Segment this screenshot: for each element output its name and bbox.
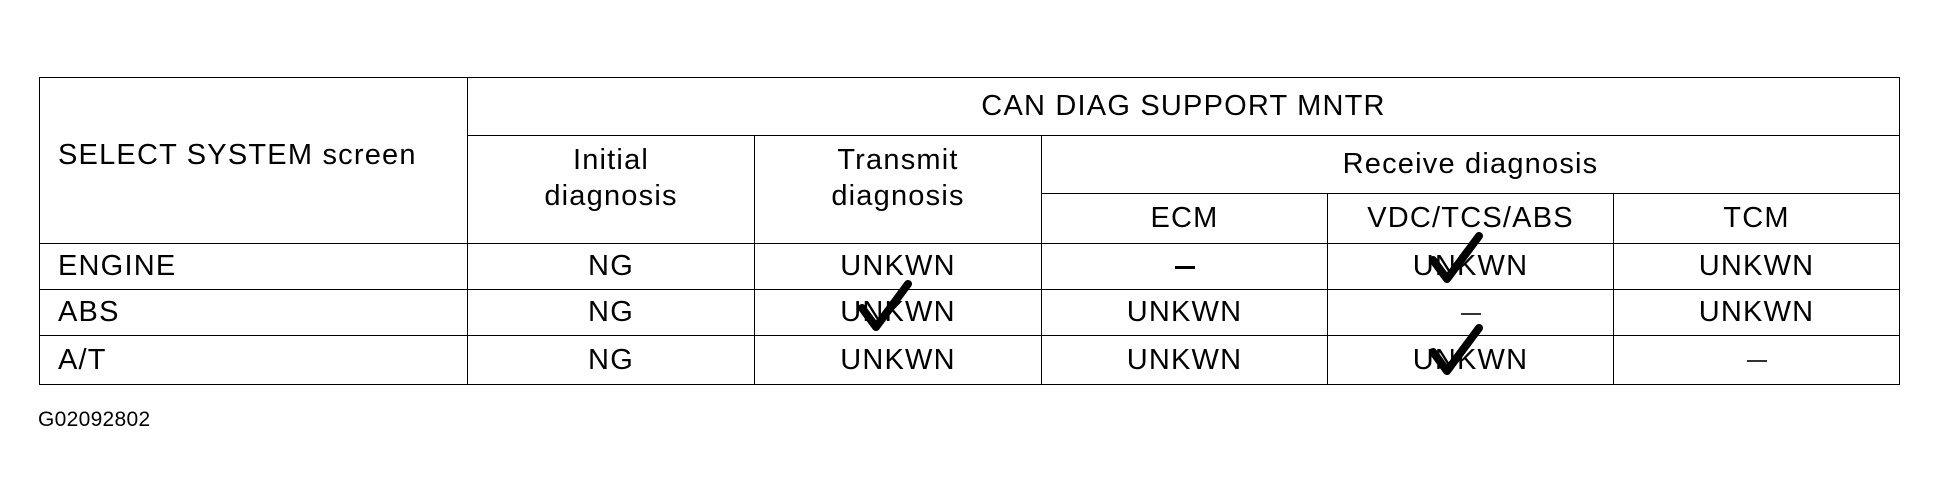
receive-diagnosis-header: Receive diagnosis [1040, 135, 1901, 194]
table-row: A/T NG UNKWN UNKWN UNKWN – [39, 323, 1901, 385]
transmit-value-wrap: UNKWN [840, 280, 956, 332]
transmit-value: UNKWN [840, 296, 956, 329]
tcm-header: TCM [1612, 193, 1901, 244]
initial-diagnosis-header: Initial diagnosis [467, 135, 755, 244]
dash-mark [1174, 266, 1195, 270]
ecm-cell: UNKWN [1041, 289, 1328, 336]
initial-value: NG [588, 250, 634, 283]
system-label: ABS [58, 296, 120, 329]
system-cell: A/T [39, 335, 468, 385]
vdc-tcs-abs-label: VDC/TCS/ABS [1367, 202, 1574, 235]
vdc-cell: UNKWN [1327, 232, 1614, 290]
tcm-label: TCM [1723, 202, 1790, 235]
transmit-diagnosis-label: Transmit diagnosis [831, 144, 965, 213]
vdc-value-wrap: UNKWN [1412, 323, 1529, 378]
vdc-tcs-abs-header: VDC/TCS/ABS [1327, 193, 1614, 244]
receive-diagnosis-label: Receive diagnosis [1342, 148, 1599, 181]
vdc-value-wrap: UNKWN [1412, 232, 1529, 284]
initial-cell: NG [467, 289, 755, 336]
system-label: ENGINE [58, 250, 177, 283]
table-row: ABS NG UNKWN UNKWN – UNKWN [39, 280, 1901, 336]
initial-value: NG [588, 343, 634, 376]
initial-value: NG [588, 296, 634, 329]
ecm-label: ECM [1150, 202, 1219, 235]
can-diag-support-label: CAN DIAG SUPPORT MNTR [981, 90, 1386, 123]
vdc-cell: – [1327, 289, 1614, 336]
ecm-value: UNKWN [1126, 296, 1243, 329]
figure-id-label: G02092802 [38, 408, 151, 431]
tcm-cell: – [1612, 335, 1901, 385]
system-label: A/T [58, 343, 107, 376]
tcm-cell: UNKWN [1612, 289, 1901, 336]
transmit-cell: UNKWN [754, 335, 1042, 385]
initial-diagnosis-label: Initial diagnosis [544, 144, 678, 213]
ecm-value: UNKWN [1126, 343, 1243, 376]
select-system-label: SELECT SYSTEM screen [58, 139, 417, 172]
vdc-value: UNKWN [1412, 343, 1529, 376]
dash-mark [1460, 312, 1481, 315]
tcm-cell: UNKWN [1612, 243, 1901, 290]
transmit-value: UNKWN [840, 250, 956, 283]
can-diag-support-header: CAN DIAG SUPPORT MNTR [466, 77, 1901, 136]
select-system-header: SELECT SYSTEM screen [39, 77, 468, 244]
header-row-1: SELECT SYSTEM screen CAN DIAG SUPPORT MN… [39, 77, 1901, 244]
transmit-cell: UNKWN [754, 280, 1042, 336]
can-diag-support-table: SELECT SYSTEM screen CAN DIAG SUPPORT MN… [39, 77, 1901, 385]
system-cell: ENGINE [39, 243, 468, 290]
vdc-value: UNKWN [1412, 250, 1529, 283]
table-row: ENGINE NG UNKWN – UNKWN UNKWN [39, 232, 1901, 290]
transmit-diagnosis-header: Transmit diagnosis [754, 135, 1042, 244]
tcm-value: UNKWN [1698, 296, 1815, 329]
initial-cell: NG [467, 243, 755, 290]
header-row-3: ECM VDC/TCS/ABS TCM [40, 193, 1901, 244]
transmit-cell: UNKWN [754, 243, 1042, 290]
dash-mark [1746, 360, 1767, 363]
ecm-header: ECM [1041, 193, 1328, 244]
vdc-cell: UNKWN [1327, 323, 1614, 385]
ecm-cell: – [1041, 243, 1328, 290]
ecm-cell: UNKWN [1041, 335, 1328, 385]
tcm-value: UNKWN [1698, 250, 1815, 283]
transmit-value: UNKWN [840, 343, 956, 376]
initial-cell: NG [467, 335, 755, 385]
system-cell: ABS [39, 289, 468, 336]
